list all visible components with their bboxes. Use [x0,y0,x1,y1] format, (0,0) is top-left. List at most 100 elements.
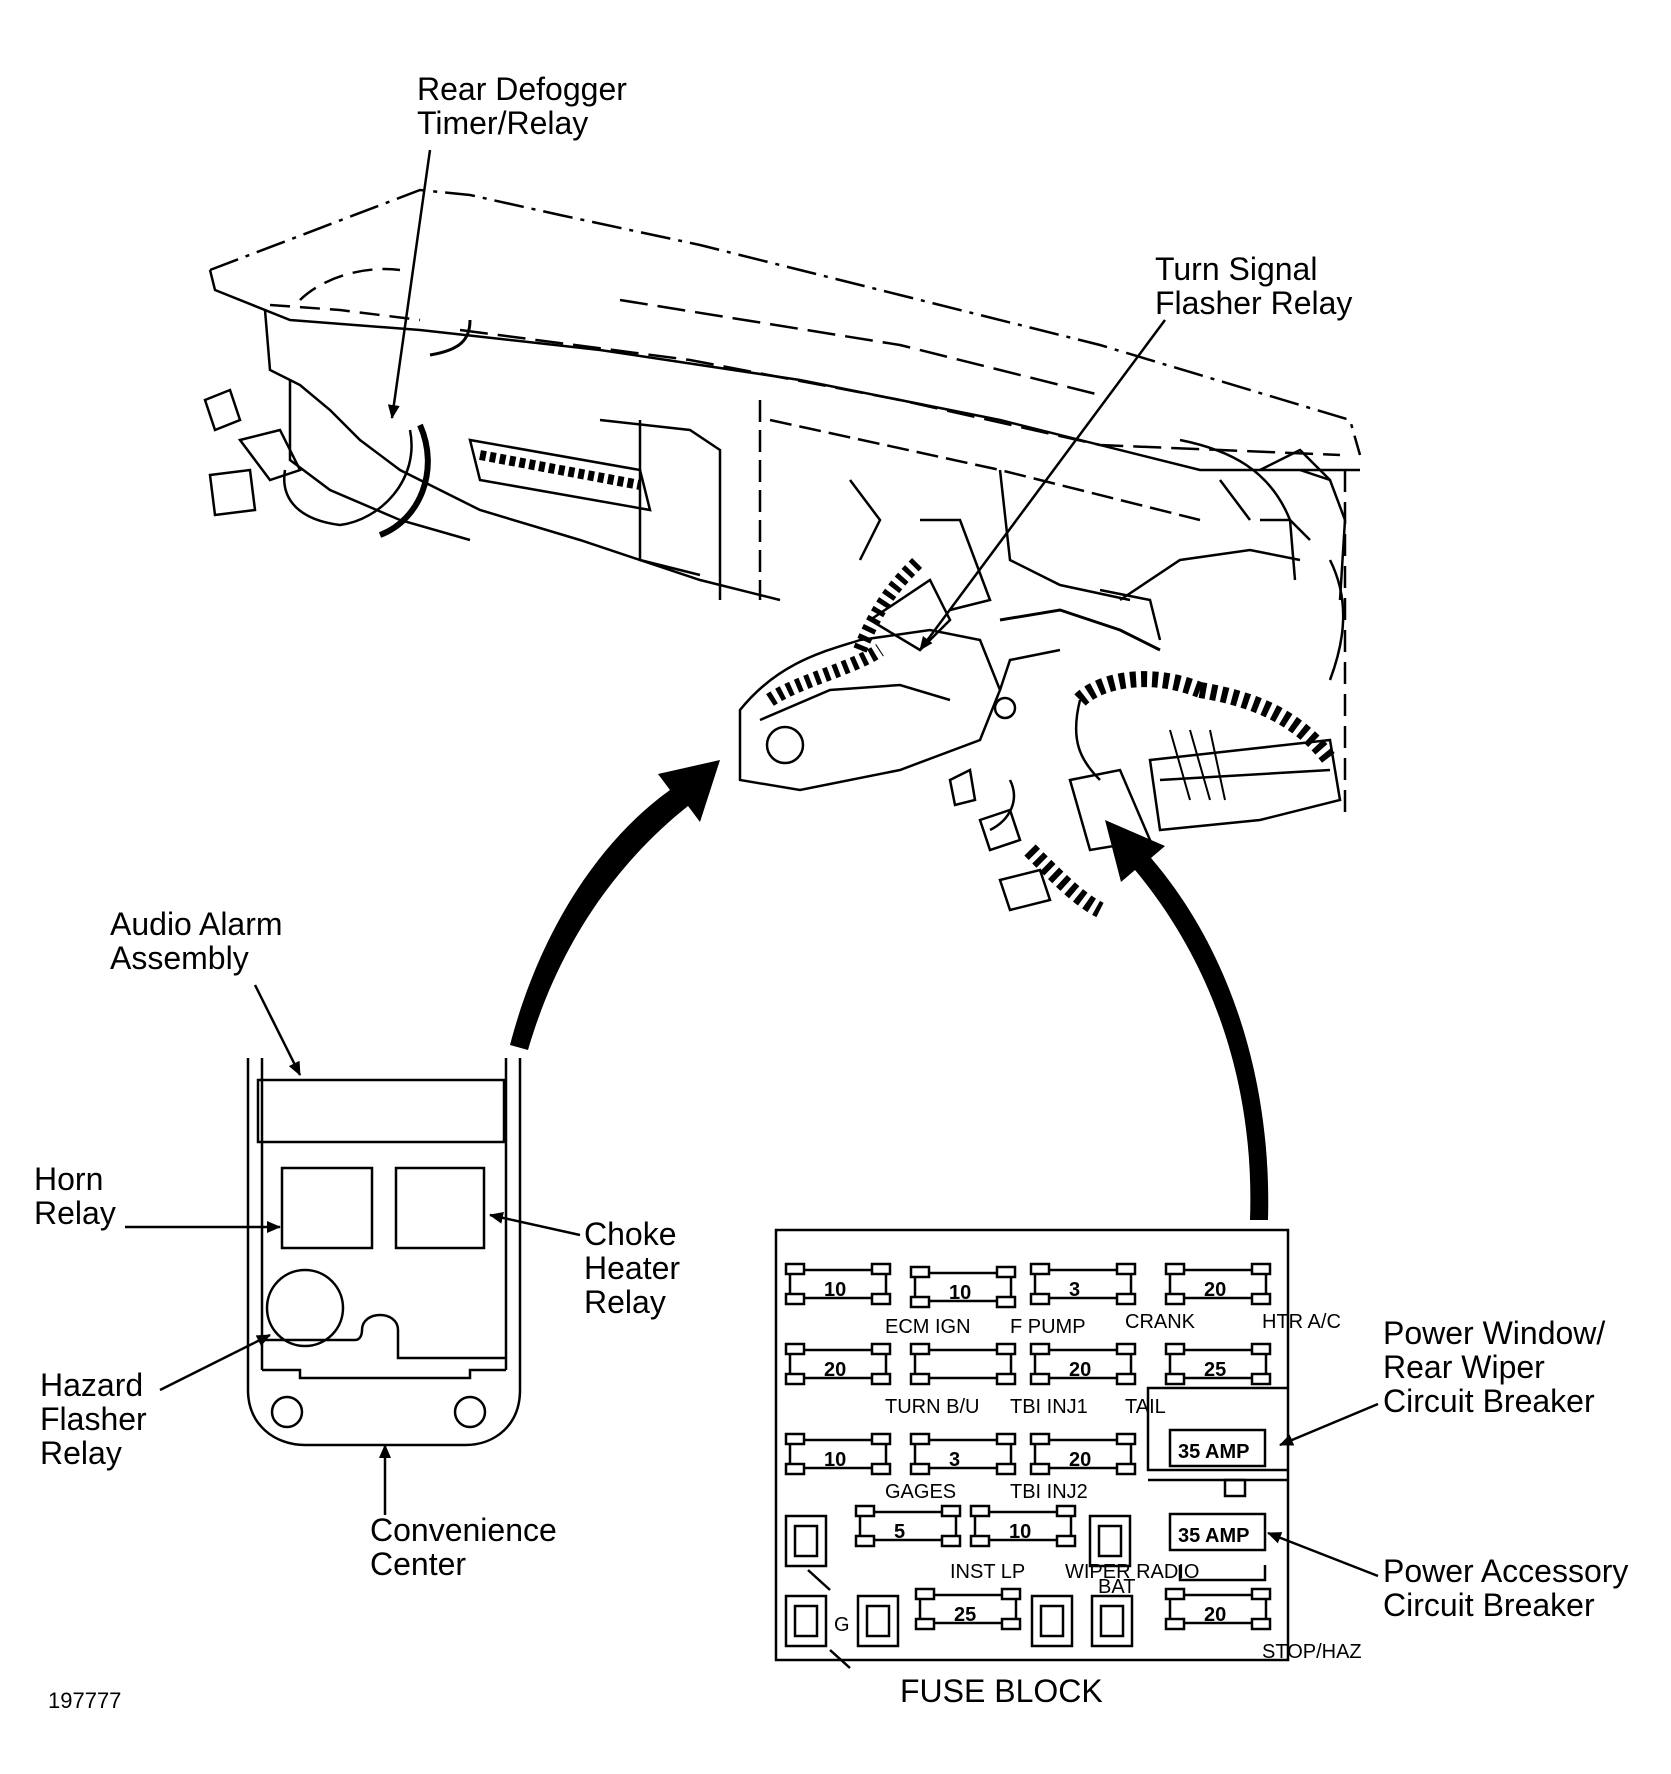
turn-signal-label: Turn Signal Flasher Relay [1155,252,1352,320]
fuse-5 [913,1348,1013,1380]
fuse-6-name: TAIL [1125,1396,1166,1418]
turn-signal-line-2: Flasher Relay [1155,285,1353,321]
fuse-terminal [914,1587,936,1601]
power-accessory-label: Power Accessory Circuit Breaker [1383,1554,1628,1622]
fuse-terminal [870,1292,892,1306]
circuit-breaker-2-label: 35 AMP [1178,1525,1250,1547]
fuse-terminal [969,1534,991,1548]
fuse-terminal [1164,1292,1186,1306]
power-window-label: Power Window/ Rear Wiper Circuit Breaker [1383,1316,1605,1418]
fuse-3 [1168,1268,1268,1300]
fuse-terminal [1055,1534,1077,1548]
audio-alarm-line-1: Audio Alarm [110,906,283,942]
fuse-9 [913,1438,1013,1470]
fuse-13-rating: 25 [954,1604,977,1626]
fuse-terminal [1029,1262,1051,1276]
fuse-terminal [1000,1587,1022,1601]
power-window-line-1: Power Window/ [1383,1315,1606,1351]
fuse-1 [913,1271,1013,1303]
dashboard-illustration [203,188,1362,918]
power-accessory-line-2: Circuit Breaker [1383,1587,1595,1623]
fuse-0 [788,1268,888,1300]
circuit-breaker-1 [1168,1428,1267,1468]
choke-heater-line-3: Relay [584,1284,666,1320]
fuse-8-rating: 10 [824,1449,847,1471]
circuit-breaker-1-label: 35 AMP [1178,1441,1250,1463]
fuse-terminal [1115,1342,1137,1356]
fuse-5-name: TBI INJ1 [1010,1396,1088,1418]
fuse-terminal [1115,1292,1137,1306]
fuse-terminal [1164,1262,1186,1276]
fuse-0-name: ECM IGN [885,1316,971,1338]
fuse-11-name: INST LP [950,1561,1026,1583]
figure-id: 197777 [48,1688,122,1713]
fuse-9-rating: 3 [949,1449,961,1471]
fuse-terminal [784,1372,806,1386]
fuse-terminal [1250,1262,1272,1276]
hazard-flasher-line-2: Flasher [40,1401,147,1437]
fuse-terminal [1164,1617,1186,1631]
fuse-10-rating: 20 [1069,1449,1092,1471]
fuse-terminal [909,1295,931,1309]
fuse-terminal [854,1534,876,1548]
fuse-terminal [1164,1587,1186,1601]
fuse-6-rating: 20 [1069,1359,1092,1381]
fuse-terminal [1250,1292,1272,1306]
fuse-terminal [1164,1372,1186,1386]
fuse-terminal [1115,1432,1137,1446]
fuse-12 [973,1510,1073,1542]
horn-relay-line-1: Horn [34,1161,104,1197]
fuse-terminal [995,1372,1017,1386]
fuse-2 [1033,1268,1133,1300]
fuse-2-name: CRANK [1125,1311,1196,1333]
fuse-terminal [1250,1372,1272,1386]
fuse-terminal [1029,1462,1051,1476]
fuse-terminal [995,1342,1017,1356]
fuse-terminal [940,1504,962,1518]
horn-relay-label: Horn Relay [34,1162,116,1230]
fuse-terminal [1250,1587,1272,1601]
fuse-terminal [1029,1372,1051,1386]
fuse-terminal [1029,1432,1051,1446]
fuse-terminal [1115,1262,1137,1276]
rear-defogger-line-1: Rear Defogger [417,71,627,107]
fuse-terminal [1000,1617,1022,1631]
hazard-flasher-label: Hazard Flasher Relay [40,1368,147,1470]
turn-signal-line-1: Turn Signal [1155,251,1318,287]
fuse-4-rating: 20 [824,1359,847,1381]
fuse-terminal [1115,1462,1137,1476]
convenience-center-line-2: Center [370,1546,467,1582]
fuse-12-name: WIPER RADIO [1065,1561,1200,1583]
fuse-terminal [909,1265,931,1279]
choke-heater-line-1: Choke [584,1216,677,1252]
fuse-terminal [1029,1292,1051,1306]
fuse-0-rating: 10 [824,1279,847,1301]
hazard-flasher-line-1: Hazard [40,1367,144,1403]
fuse-terminal [909,1432,931,1446]
fuse-terminal [784,1262,806,1276]
fuse-terminal [914,1617,936,1631]
fuse-terminal [870,1342,892,1356]
fuse-3-rating: 20 [1204,1279,1227,1301]
bat-label: BAT [1098,1576,1136,1598]
choke-heater-relay-box [394,1166,486,1250]
fuse-terminal [870,1372,892,1386]
convenience-center-line-1: Convenience [370,1512,557,1548]
power-accessory-line-1: Power Accessory [1383,1553,1629,1589]
circuit-breaker-2 [1168,1512,1267,1552]
fuse-terminal [1055,1504,1077,1518]
fuse-14-name: STOP/HAZ [1262,1641,1362,1663]
fuse-14 [1168,1593,1268,1625]
fuse-terminal [784,1342,806,1356]
rear-defogger-label: Rear Defogger Timer/Relay [417,72,627,140]
fuse-terminal [870,1432,892,1446]
fuse-8 [788,1438,888,1470]
fuse-terminal [1164,1342,1186,1356]
fuse-10 [1033,1438,1133,1470]
fuse-14-rating: 20 [1204,1604,1227,1626]
audio-alarm-line-2: Assembly [110,940,249,976]
hazard-flasher-line-3: Relay [40,1435,122,1471]
horn-relay-line-2: Relay [34,1195,116,1231]
fuse-terminal [995,1265,1017,1279]
